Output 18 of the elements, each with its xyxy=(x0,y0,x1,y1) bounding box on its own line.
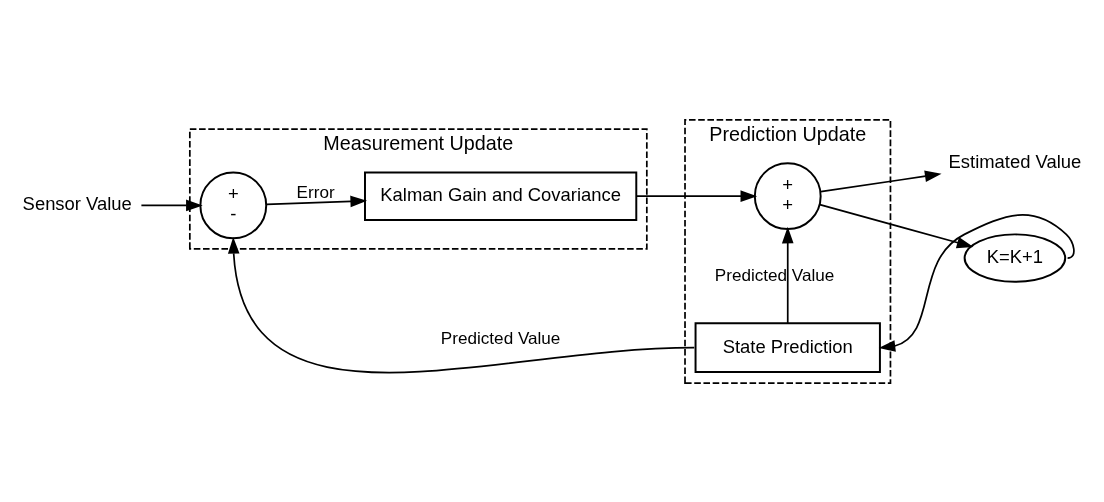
arrow xyxy=(818,203,974,248)
node-text: Estimated Value xyxy=(948,150,1082,172)
arrow xyxy=(878,213,1075,352)
arrow xyxy=(140,199,203,211)
node-text: Sensor Value xyxy=(22,192,132,214)
node-box: Kalman Gain and Covariance xyxy=(364,171,638,221)
arrow xyxy=(635,189,758,202)
edge-label: Predicted Value xyxy=(714,265,835,285)
arrow xyxy=(819,170,942,192)
node-ellipse: K=K+1 xyxy=(963,232,1067,283)
edge-label: Error xyxy=(296,182,335,202)
arrow xyxy=(227,236,696,373)
node-circle: + + xyxy=(753,161,822,230)
arrow xyxy=(265,195,368,207)
arrow xyxy=(781,226,794,324)
edge-label: Predicted Value xyxy=(440,328,561,348)
node-circle: + - xyxy=(199,171,268,239)
node-box: State Prediction xyxy=(694,321,881,373)
